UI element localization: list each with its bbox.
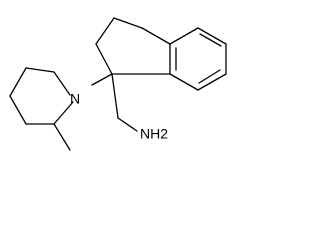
piperidine-ring — [9, 67, 74, 125]
cyclohexane-ring — [95, 17, 171, 75]
structure-canvas: N NH2 — [9, 17, 227, 151]
piperidine-n-label: N — [70, 91, 80, 107]
c-ch2-bond — [111, 73, 119, 119]
amine-label: NH2 — [140, 126, 168, 142]
methyl-bond — [53, 123, 71, 151]
c-n-bond — [91, 73, 113, 86]
benzene-ring — [169, 27, 227, 91]
ch2-nh2-bond — [117, 117, 138, 132]
bond-lines — [9, 17, 227, 151]
